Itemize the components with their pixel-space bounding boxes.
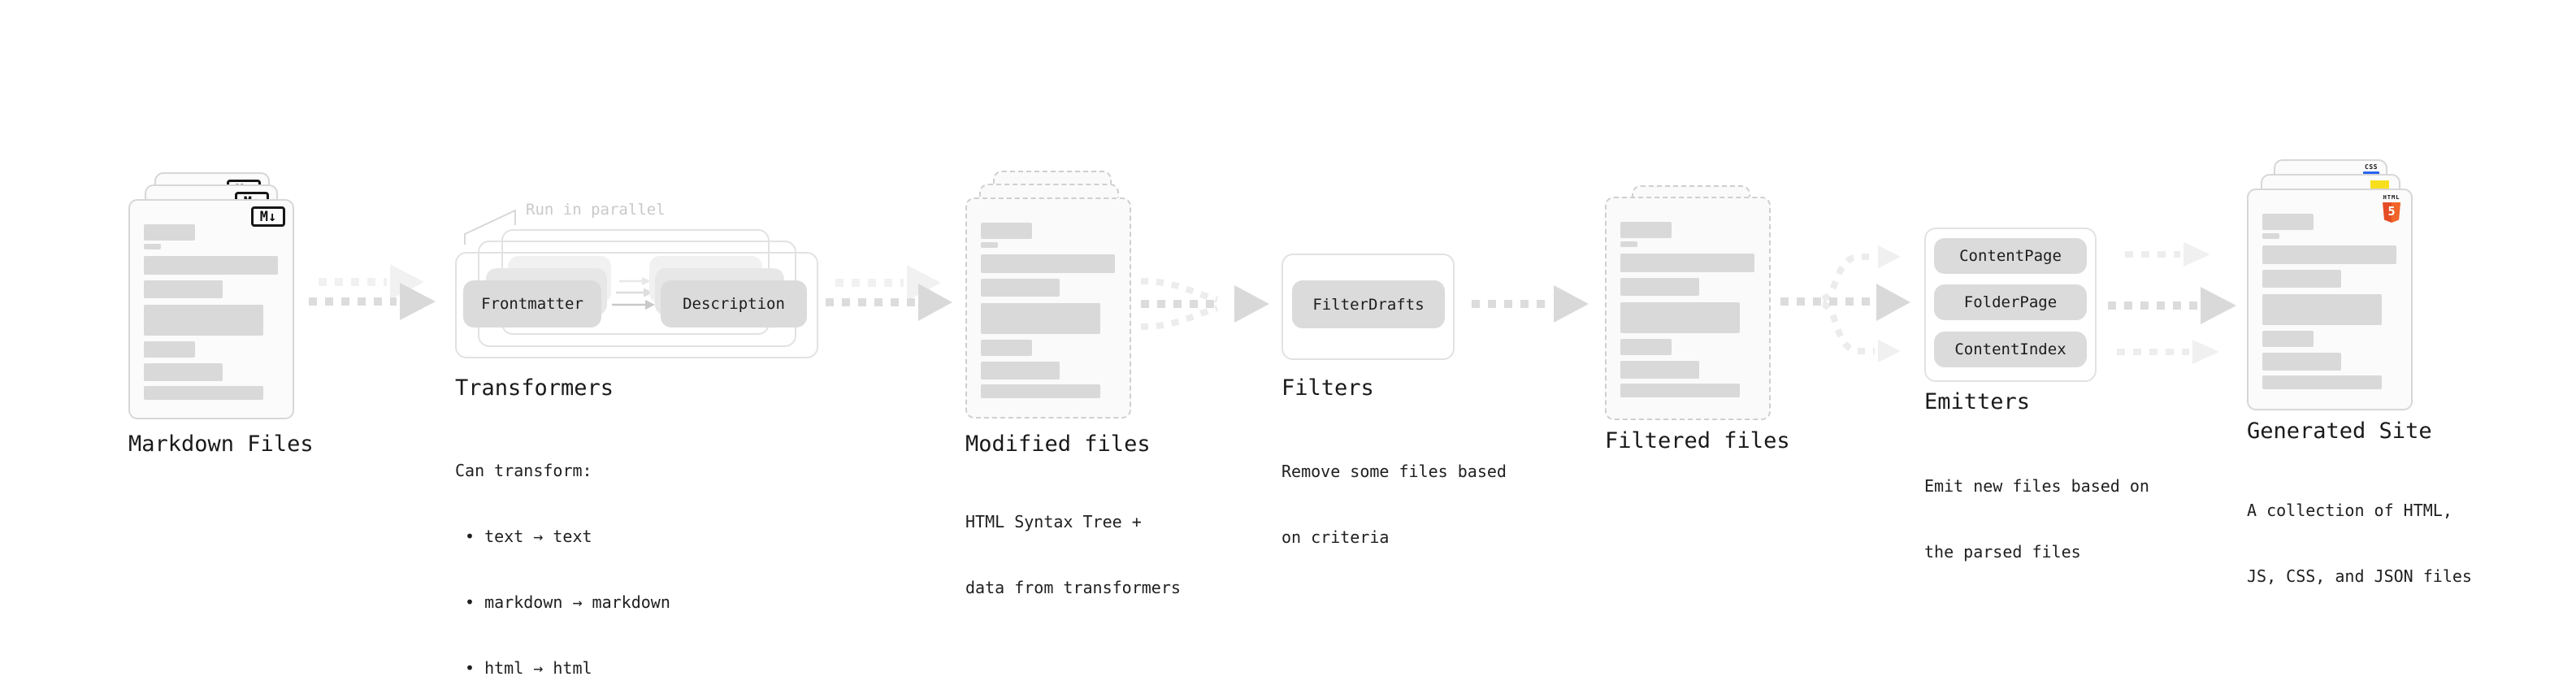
doc-content-line xyxy=(144,256,278,275)
doc-content-line xyxy=(144,244,161,249)
html5-badge-word: HTML xyxy=(2383,194,2400,201)
doc-content-line xyxy=(144,363,223,381)
arrow-filters-to-filtered xyxy=(1472,285,1589,323)
doc-content-line xyxy=(1620,384,1740,397)
doc-content-line xyxy=(981,303,1100,334)
filters-label: Filters xyxy=(1281,375,1374,401)
contentpage-pill: ContentPage xyxy=(1934,238,2087,274)
filterdrafts-pill: FilterDrafts xyxy=(1292,280,1445,328)
doc-content-line xyxy=(2262,294,2382,325)
generated-file-html: HTML 5 xyxy=(2247,189,2413,410)
filters-desc-line: on criteria xyxy=(1281,527,1390,547)
doc-content-line xyxy=(1620,361,1699,379)
generated-site-desc-line: A collection of HTML, xyxy=(2247,501,2452,520)
arrow-emitters-to-generated xyxy=(2108,242,2236,364)
css-badge-underline xyxy=(2363,171,2379,175)
doc-content-line xyxy=(2262,353,2341,371)
doc-content-line xyxy=(2262,245,2396,264)
doc-content-line xyxy=(981,362,1060,380)
generated-site-desc-line: JS, CSS, and JSON files xyxy=(2247,566,2472,586)
transformers-bullet: • html → html xyxy=(465,658,592,678)
doc-content-line xyxy=(144,280,223,298)
doc-content-line xyxy=(2262,233,2279,239)
modified-files-description: HTML Syntax Tree + data from transformer… xyxy=(965,467,1181,643)
html5-shield-highlight xyxy=(2392,202,2400,223)
run-in-parallel-annotation: Run in parallel xyxy=(526,201,666,219)
html5-icon: HTML 5 xyxy=(2382,194,2401,223)
doc-content-line xyxy=(144,386,263,400)
generated-site-label: Generated Site xyxy=(2247,419,2432,444)
filters-desc-line: Remove some files based xyxy=(1281,462,1507,481)
doc-content-line xyxy=(1620,339,1672,355)
doc-content-line xyxy=(981,340,1032,356)
markdown-file-front: M↓ xyxy=(128,199,294,419)
doc-content-line xyxy=(981,254,1115,273)
modified-files-desc-line: HTML Syntax Tree + xyxy=(965,512,1142,531)
emitters-description: Emit new files based on the parsed files xyxy=(1924,432,2149,607)
filters-description: Remove some files based on criteria xyxy=(1281,417,1507,592)
emitters-desc-line: the parsed files xyxy=(1924,542,2081,562)
arrow-filtered-to-emitters xyxy=(1780,245,1910,362)
transformers-label: Transformers xyxy=(455,375,614,401)
javascript-icon xyxy=(2370,180,2389,189)
modified-files-label: Modified files xyxy=(965,432,1151,457)
transformer-box-front xyxy=(455,252,818,358)
transformer-inner-arrows xyxy=(612,277,655,310)
description-pill: Description xyxy=(661,280,807,327)
doc-content-line xyxy=(144,224,195,241)
doc-content-line xyxy=(981,242,998,248)
doc-content-line xyxy=(2262,375,2382,389)
doc-content-line xyxy=(1620,302,1740,333)
doc-content-line xyxy=(1620,278,1699,296)
doc-content-line xyxy=(2262,270,2341,288)
doc-content-line xyxy=(2262,331,2314,347)
transformers-bullet: • text → text xyxy=(465,527,592,546)
doc-content-line xyxy=(981,279,1060,297)
html5-shield: 5 xyxy=(2383,202,2400,223)
generated-site-description: A collection of HTML, JS, CSS, and JSON … xyxy=(2247,456,2472,631)
contentindex-pill: ContentIndex xyxy=(1934,332,2087,367)
arrow-markdown-to-transformers xyxy=(309,264,436,320)
doc-content-line xyxy=(144,305,263,336)
doc-content-line xyxy=(2262,214,2314,230)
doc-content-line xyxy=(144,341,195,358)
css-badge-text: CSS xyxy=(2365,163,2378,171)
filtered-file-front xyxy=(1605,197,1771,420)
folderpage-pill: FolderPage xyxy=(1934,284,2087,320)
transformers-desc-title: Can transform: xyxy=(455,461,592,480)
frontmatter-pill: Frontmatter xyxy=(463,280,601,327)
modified-files-desc-line: data from transformers xyxy=(965,578,1181,597)
css-icon: CSS xyxy=(2363,164,2379,175)
doc-content-line xyxy=(981,223,1032,239)
doc-content-line xyxy=(1620,222,1672,238)
doc-content-line xyxy=(1620,254,1754,272)
html5-badge-number: 5 xyxy=(2387,204,2396,219)
filtered-files-label: Filtered files xyxy=(1605,428,1790,453)
doc-content-line xyxy=(981,384,1100,398)
arrow-transformers-to-modified xyxy=(826,265,952,321)
transformers-description: Can transform: • text → text • markdown … xyxy=(455,416,670,681)
doc-content-line xyxy=(1620,241,1637,247)
run-in-parallel-leader-line xyxy=(464,209,516,245)
emitters-desc-line: Emit new files based on xyxy=(1924,476,2149,496)
markdown-files-label: Markdown Files xyxy=(128,432,314,457)
transformers-bullet: • markdown → markdown xyxy=(465,592,670,612)
emitters-label: Emitters xyxy=(1924,389,2031,414)
markdown-icon: M↓ xyxy=(251,206,285,227)
modified-file-front xyxy=(965,197,1131,419)
arrow-modified-to-filters xyxy=(1140,278,1269,330)
